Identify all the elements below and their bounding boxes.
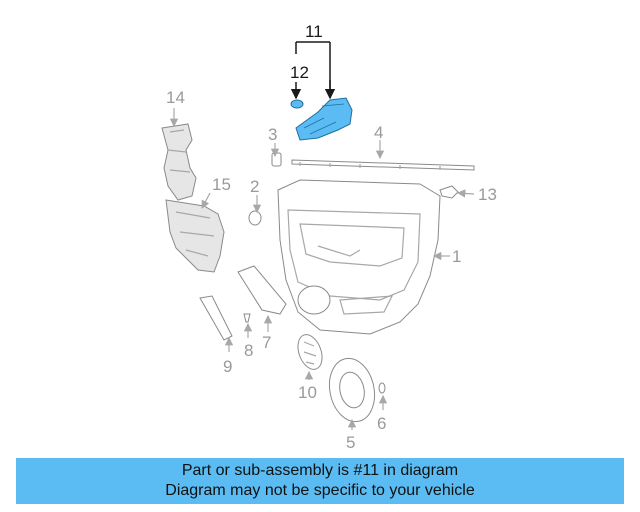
callout-12: 12 xyxy=(290,63,309,82)
callout-4: 4 xyxy=(374,123,383,142)
callout-10: 10 xyxy=(298,383,317,402)
part-7-handle xyxy=(237,265,287,315)
callout-15: 15 xyxy=(212,175,231,194)
part-9-strip xyxy=(199,295,233,341)
part-5-speaker xyxy=(328,357,376,423)
part-3-grommet xyxy=(271,152,282,167)
part-14-insulator xyxy=(161,123,197,201)
parts-diagram: 11 12 14 3 4 15 2 13 1 7 8 9 10 6 5 xyxy=(161,22,497,452)
banner-line-2: Diagram may not be specific to your vehi… xyxy=(165,482,475,499)
callout-13: 13 xyxy=(478,185,497,204)
part-12-clip xyxy=(290,99,304,109)
callout-6: 6 xyxy=(377,414,386,433)
callout-1: 1 xyxy=(452,247,461,266)
callout-3: 3 xyxy=(268,125,277,144)
part-11-switch-assembly xyxy=(295,97,353,141)
part-2-bushing xyxy=(248,210,262,226)
leader-15 xyxy=(201,192,211,209)
callout-7: 7 xyxy=(262,333,271,352)
callout-11: 11 xyxy=(305,22,323,41)
leader-13 xyxy=(456,189,475,198)
callout-14: 14 xyxy=(166,88,185,107)
part-13-clip xyxy=(439,185,459,199)
part-4-weatherstrip xyxy=(291,159,475,171)
part-6-clip xyxy=(378,382,386,394)
callout-8: 8 xyxy=(244,341,253,360)
part-8-screw xyxy=(243,313,251,323)
banner-line-1: Part or sub-assembly is #11 in diagram xyxy=(181,462,459,479)
part-10-grille xyxy=(297,334,323,370)
callout-5: 5 xyxy=(346,433,355,452)
info-banner: Part or sub-assembly is #11 in diagram D… xyxy=(16,458,624,504)
callout-2: 2 xyxy=(250,177,259,196)
callout-9: 9 xyxy=(223,357,232,376)
part-1-door-panel xyxy=(277,179,441,335)
part-15-insulator xyxy=(165,199,225,273)
